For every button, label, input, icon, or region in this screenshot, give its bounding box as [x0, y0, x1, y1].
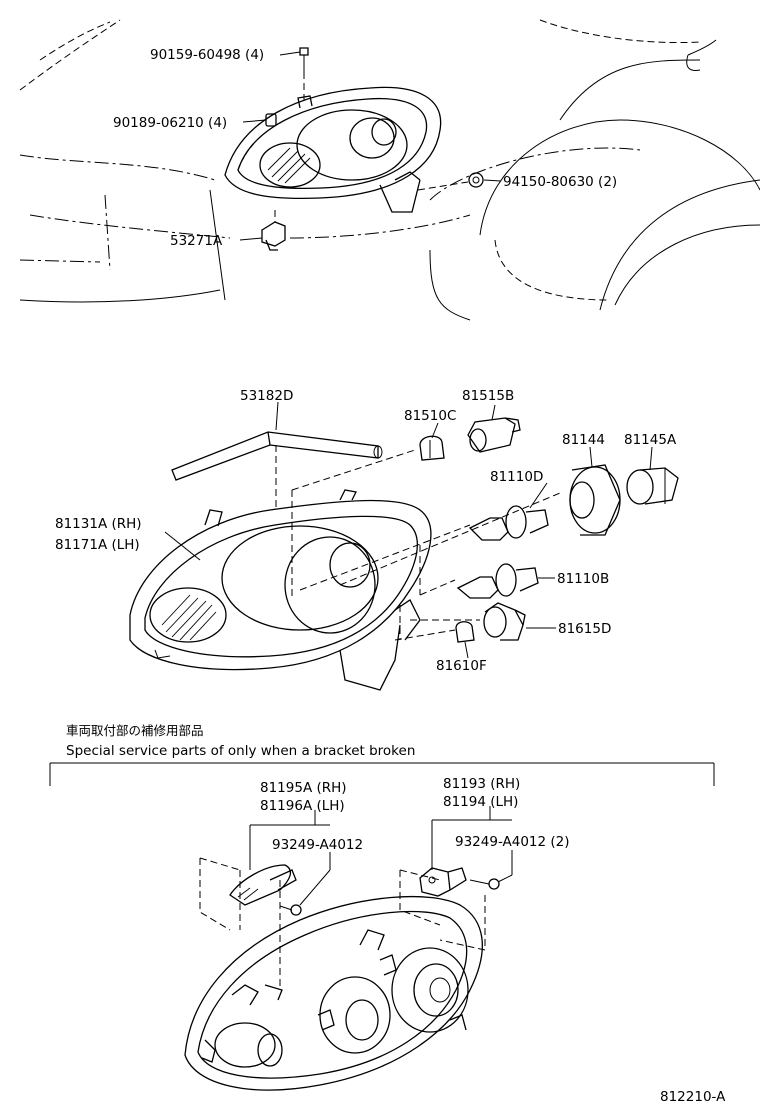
label-81194-lh: 81194 (LH) [443, 794, 518, 810]
bracket-81193 [419, 867, 467, 897]
screw-93249-a4012-left [279, 904, 302, 916]
label-81193-rh: 81193 (RH) [443, 776, 520, 792]
label-90159-60498: 90159-60498 (4) [150, 47, 264, 63]
dashed-assembly-lines [275, 445, 561, 641]
label-81196a-lh: 81196A (LH) [260, 798, 345, 814]
bracket-81195a [229, 864, 297, 906]
figure-code: 812210-A [660, 1089, 726, 1105]
label-81144: 81144 [562, 432, 605, 448]
bulb-81110d [468, 505, 549, 541]
bracket-53271a [261, 210, 286, 251]
label-93249-a4012: 93249-A4012 [272, 837, 363, 853]
bulb-81610f [455, 621, 475, 643]
leaders-mid [164, 401, 653, 659]
label-81145a: 81145A [624, 432, 677, 448]
dashed-service-lines [199, 857, 486, 990]
label-81110d: 81110D [490, 469, 543, 485]
leaders-bottom [249, 806, 513, 906]
label-81615d: 81615D [558, 621, 611, 637]
label-93249-a4012-2: 93249-A4012 (2) [455, 834, 570, 850]
label-53182d: 53182D [240, 388, 293, 404]
seal-53182d [171, 431, 383, 481]
service-heading-en: Special service parts of only when a bra… [66, 743, 415, 759]
screw-93249-a4012-right [469, 878, 500, 890]
cap-81144 [569, 464, 621, 536]
label-81110b: 81110B [557, 571, 609, 587]
socket-81615d [483, 602, 526, 641]
label-90189-06210: 90189-06210 (4) [113, 115, 227, 131]
vehicle-body-outline [19, 19, 760, 321]
bulb-81510c [419, 435, 445, 461]
headlamp-installed [224, 86, 442, 213]
headlamp-rear-view [184, 895, 483, 1091]
service-heading-jp: 車両取付部の補修用部品 [66, 723, 204, 738]
bolt-90159-60498 [299, 47, 309, 100]
nut-94150-80630 [417, 172, 484, 191]
label-81171a-lh: 81171A (LH) [55, 537, 140, 553]
label-81515b: 81515B [462, 388, 514, 404]
leaders-top [239, 51, 502, 241]
label-81510c: 81510C [404, 408, 456, 424]
bulb-81110b [456, 563, 539, 599]
label-53271a: 53271A [170, 233, 223, 249]
label-81131a-rh: 81131A (RH) [55, 516, 142, 532]
label-94150-80630: 94150-80630 (2) [503, 174, 617, 190]
socket-81515b [467, 417, 521, 453]
label-81195a-rh: 81195A (RH) [260, 780, 347, 796]
service-bracket-frame [49, 762, 715, 786]
label-81610f: 81610F [436, 658, 487, 674]
headlamp-housing [129, 489, 432, 691]
socket-81145a [626, 467, 679, 505]
